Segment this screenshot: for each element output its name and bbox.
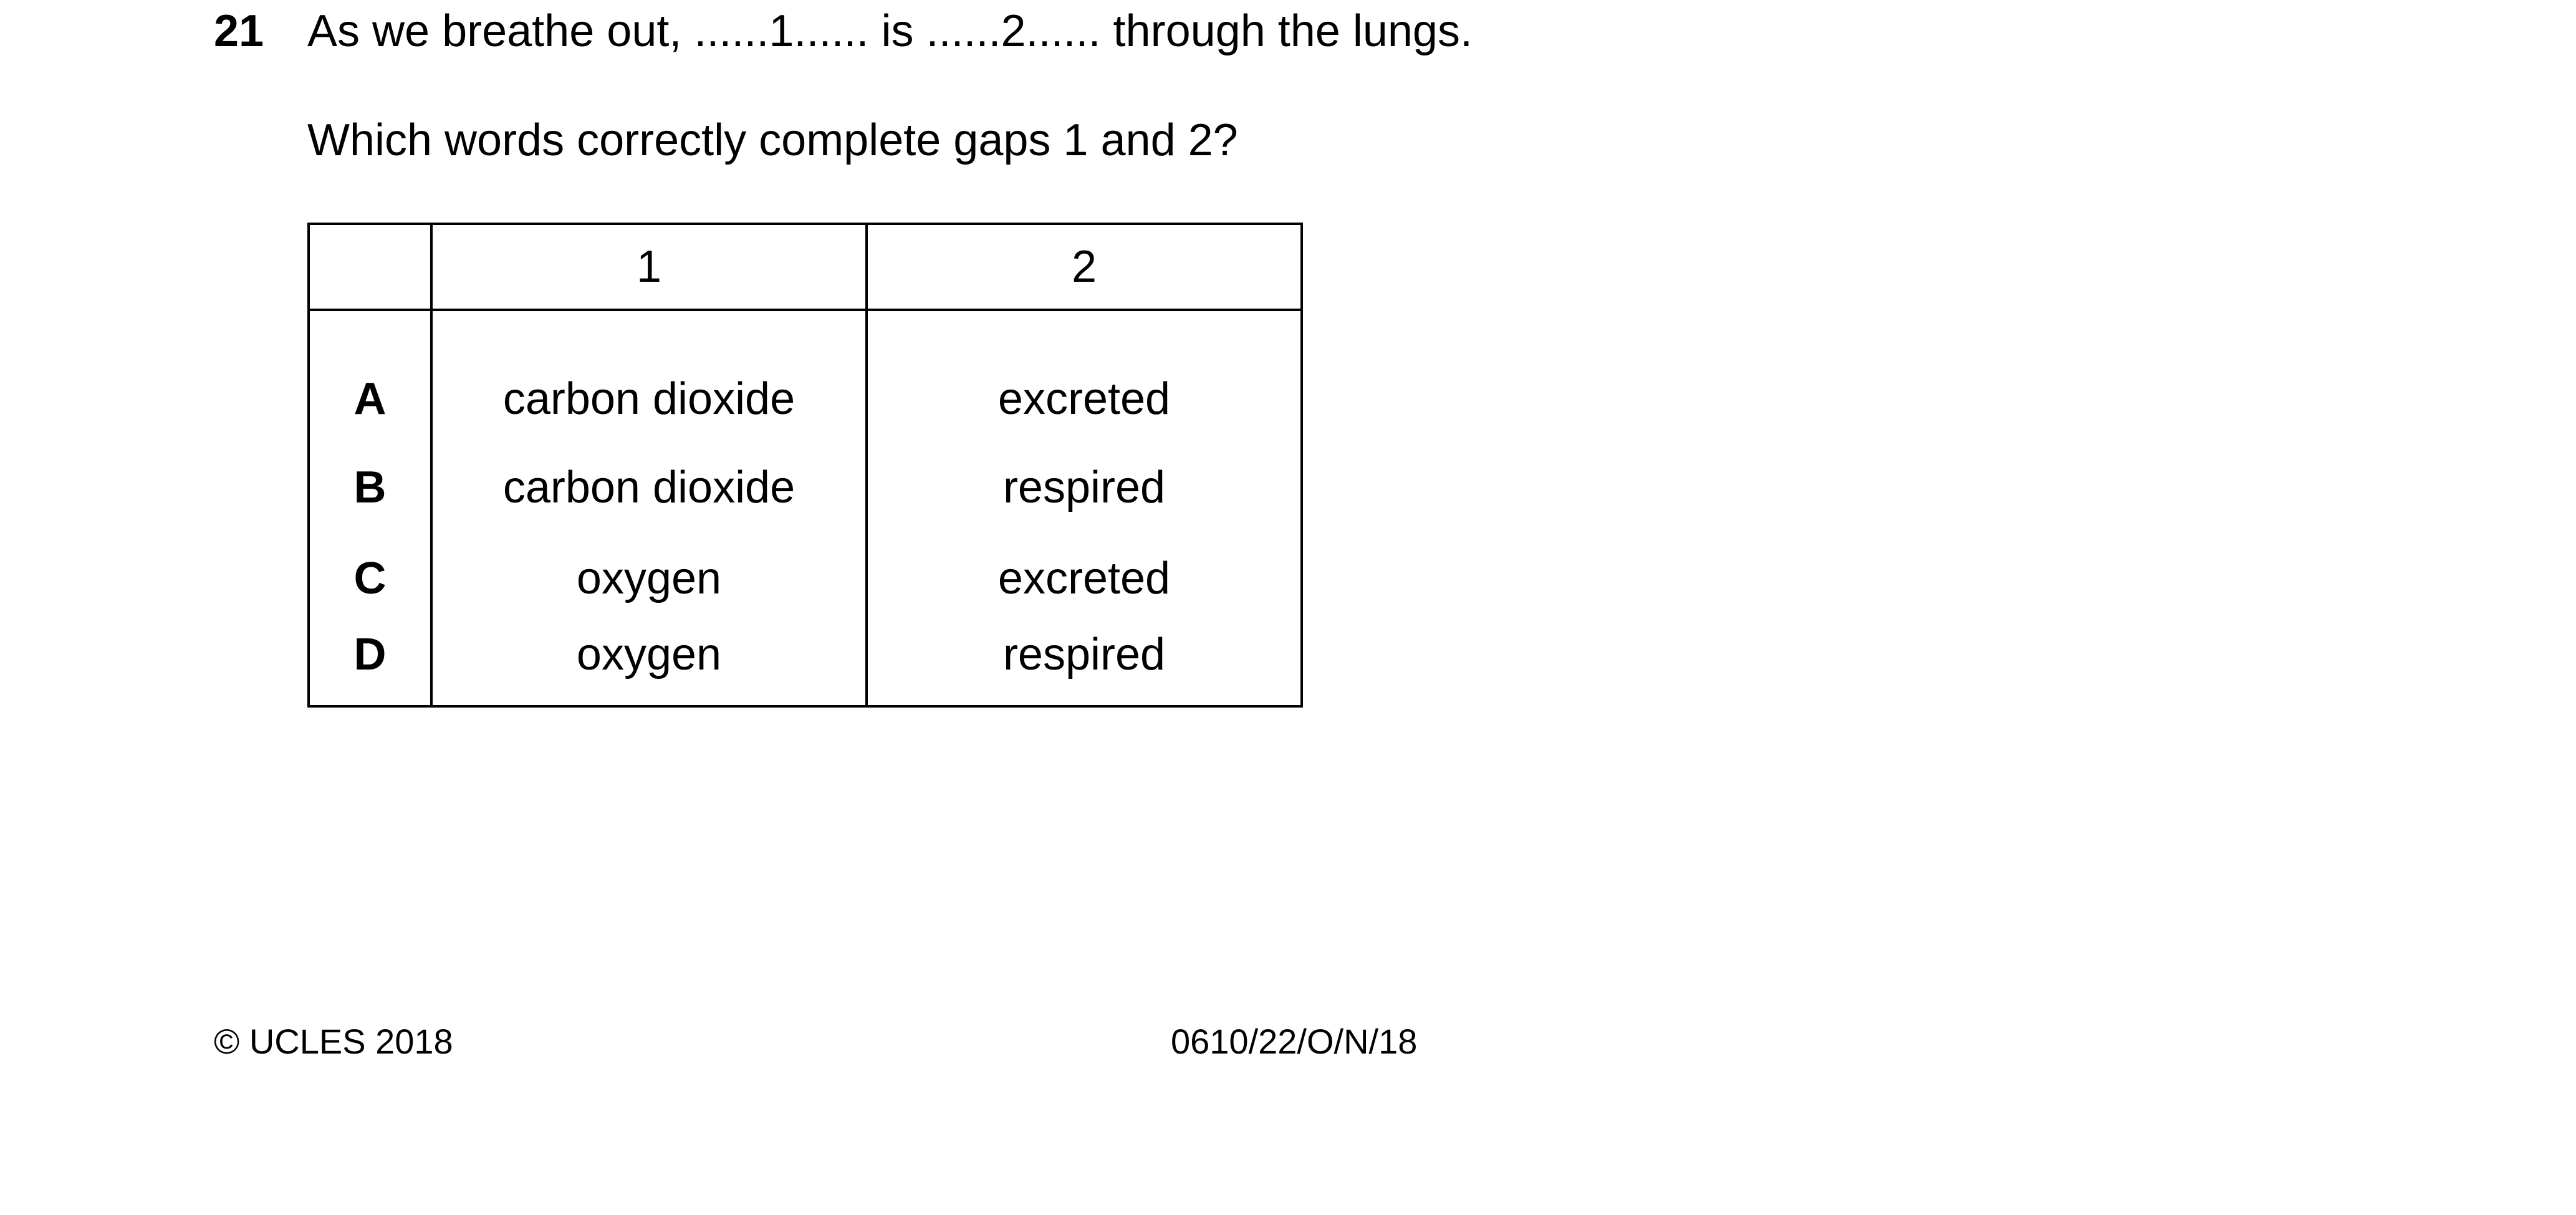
option-gap-1: oxygen bbox=[430, 624, 868, 708]
question-stem: As we breathe out, ......1...... is ....… bbox=[307, 6, 1473, 56]
table-row: A carbon dioxide excreted bbox=[307, 310, 1303, 442]
option-gap-1: carbon dioxide bbox=[430, 310, 868, 442]
paper-code: 0610/22/O/N/18 bbox=[1171, 1022, 1418, 1061]
option-gap-2: excreted bbox=[865, 533, 1303, 624]
header-blank-cell bbox=[307, 223, 433, 311]
table-row: C oxygen excreted bbox=[307, 533, 1303, 624]
header-gap-1: 1 bbox=[430, 223, 868, 311]
question-prompt: Which words correctly complete gaps 1 an… bbox=[307, 115, 1238, 165]
table-row: B carbon dioxide respired bbox=[307, 442, 1303, 533]
option-letter: A bbox=[307, 310, 433, 442]
option-gap-1: carbon dioxide bbox=[430, 442, 868, 533]
table-row: D oxygen respired bbox=[307, 624, 1303, 708]
answer-options-table: 1 2 A carbon dioxide excreted B carbon d… bbox=[307, 223, 1303, 708]
copyright-notice: © UCLES 2018 bbox=[214, 1022, 453, 1061]
header-gap-2: 2 bbox=[865, 223, 1303, 311]
option-gap-1: oxygen bbox=[430, 533, 868, 624]
option-gap-2: respired bbox=[865, 624, 1303, 708]
option-gap-2: excreted bbox=[865, 310, 1303, 442]
question-number: 21 bbox=[214, 6, 264, 56]
option-gap-2: respired bbox=[865, 442, 1303, 533]
option-letter: C bbox=[307, 533, 433, 624]
option-letter: B bbox=[307, 442, 433, 533]
option-letter: D bbox=[307, 624, 433, 708]
table-header-row: 1 2 bbox=[307, 223, 1303, 311]
